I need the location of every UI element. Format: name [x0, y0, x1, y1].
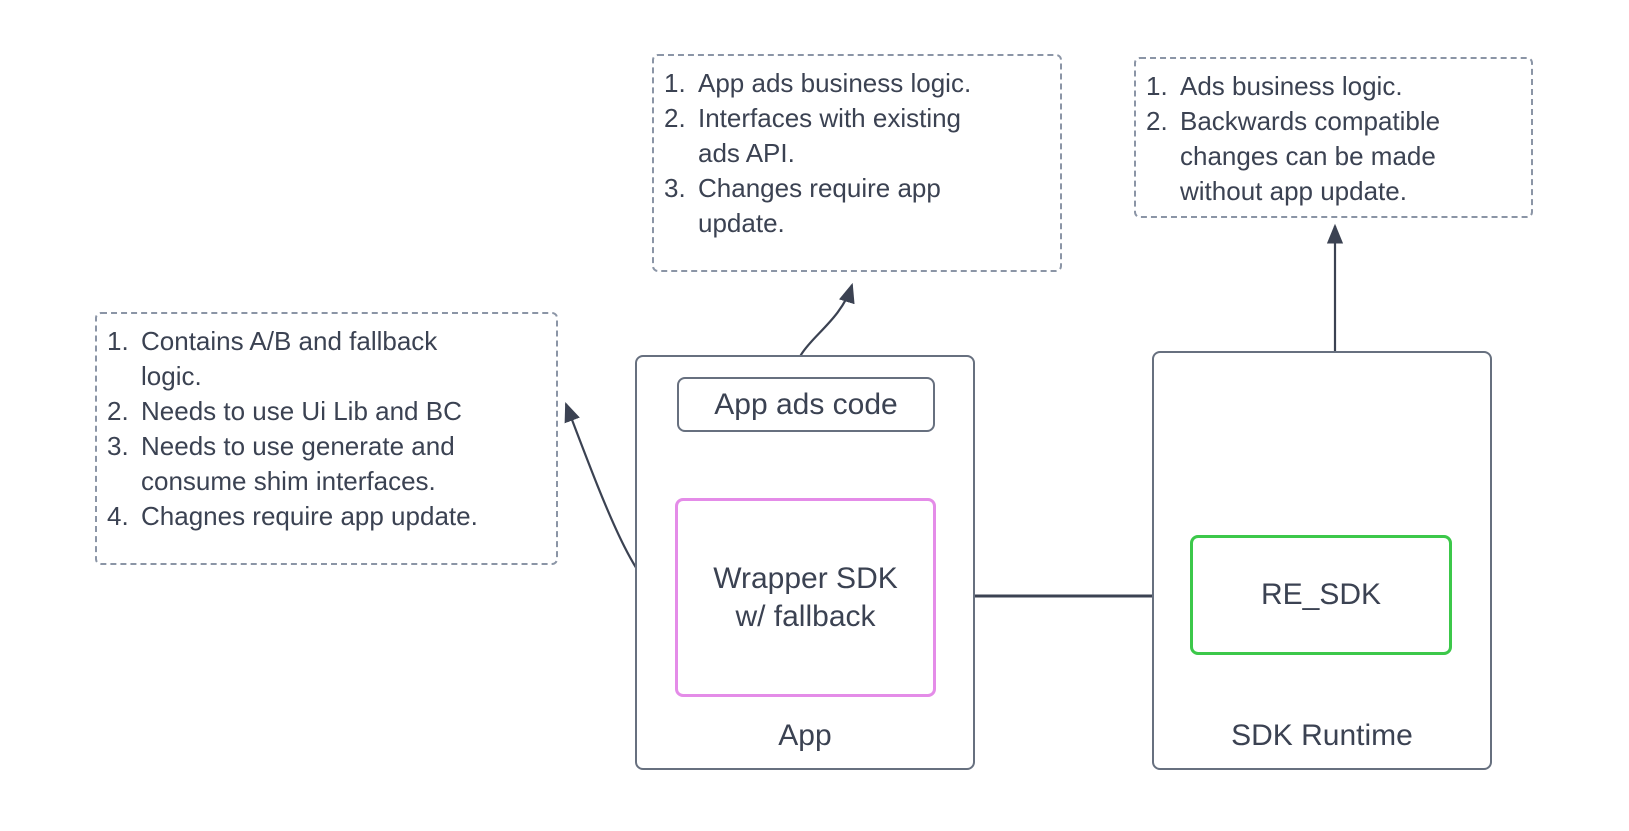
app-ads-code-note-list: App ads business logic. Interfaces with … [664, 66, 1046, 241]
re-sdk-note: Ads business logic. Backwards compatible… [1134, 57, 1533, 218]
note-item: Interfaces with existing ads API. [664, 101, 962, 168]
node-app-ads-code-label: App ads code [714, 387, 898, 421]
note-item: Needs to use generate and consume shim i… [107, 429, 455, 496]
note-item: App ads business logic. [664, 66, 972, 101]
sdk-runtime-container-label: SDK Runtime [1231, 719, 1413, 752]
note-item: Backwards compatible changes can be made… [1146, 104, 1441, 206]
node-wrapper-sdk: Wrapper SDK w/ fallback [675, 498, 936, 697]
app-ads-code-note: App ads business logic. Interfaces with … [652, 54, 1062, 272]
node-app-ads-code: App ads code [677, 377, 935, 432]
node-re-sdk-label: RE_SDK [1260, 578, 1382, 611]
node-re-sdk: RE_SDK [1190, 535, 1452, 655]
note-item: Chagnes require app update. [107, 499, 478, 534]
node-wrapper-sdk-label: Wrapper SDK w/ fallback [713, 561, 898, 633]
note-item: Needs to use Ui Lib and BC [107, 394, 462, 429]
re-sdk-note-list: Ads business logic. Backwards compatible… [1146, 69, 1517, 209]
wrapper-sdk-note: Contains A/B and fallback logic. Needs t… [95, 312, 558, 565]
note-item: Changes require app update. [664, 171, 941, 238]
note-item: Contains A/B and fallback logic. [107, 324, 438, 391]
app-container-label: App [778, 719, 832, 752]
wrapper-sdk-note-list: Contains A/B and fallback logic. Needs t… [107, 324, 542, 534]
note-item: Ads business logic. [1146, 69, 1403, 104]
